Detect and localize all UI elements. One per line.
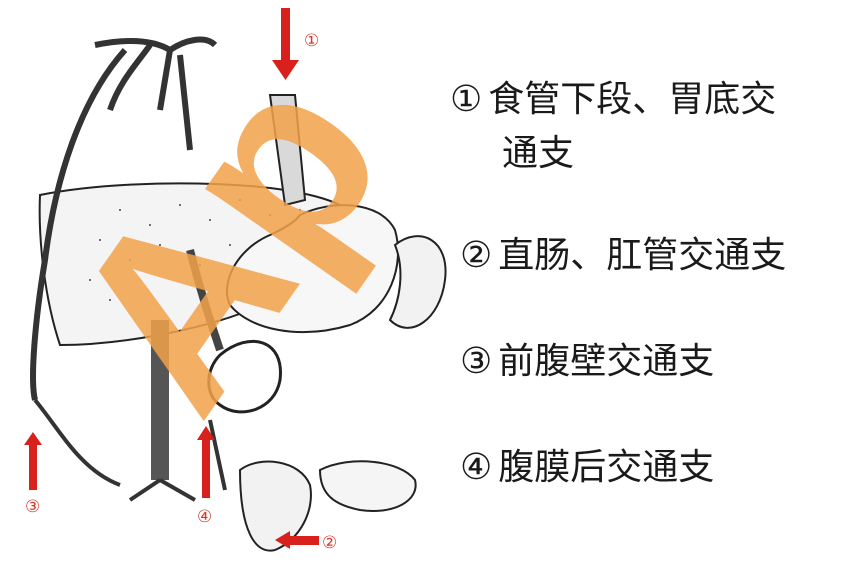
arrow-3 (24, 432, 42, 490)
stomach-outline (225, 204, 399, 334)
marker-3-label: ③ (25, 497, 40, 516)
esophagus (268, 94, 307, 207)
liver-stipple (89, 199, 301, 301)
arrow-markers (24, 8, 319, 549)
portal-vein (186, 249, 224, 352)
sigmoid-colon (318, 460, 417, 512)
marker-2-label: ② (322, 533, 337, 552)
arrow-1 (272, 8, 299, 80)
marker-4-label: ④ (197, 507, 212, 526)
superior-veins (94, 36, 218, 151)
splenic-loop (207, 339, 282, 414)
rectum-outline (238, 460, 312, 552)
iliac-branches (33, 398, 227, 502)
abdominal-wall-vein (30, 47, 128, 401)
portal-system-illustration (30, 36, 447, 552)
spleen-outline (388, 235, 447, 329)
marker-1-label: ① (304, 31, 319, 50)
arrow-2 (275, 531, 319, 549)
arrow-4 (197, 426, 215, 498)
